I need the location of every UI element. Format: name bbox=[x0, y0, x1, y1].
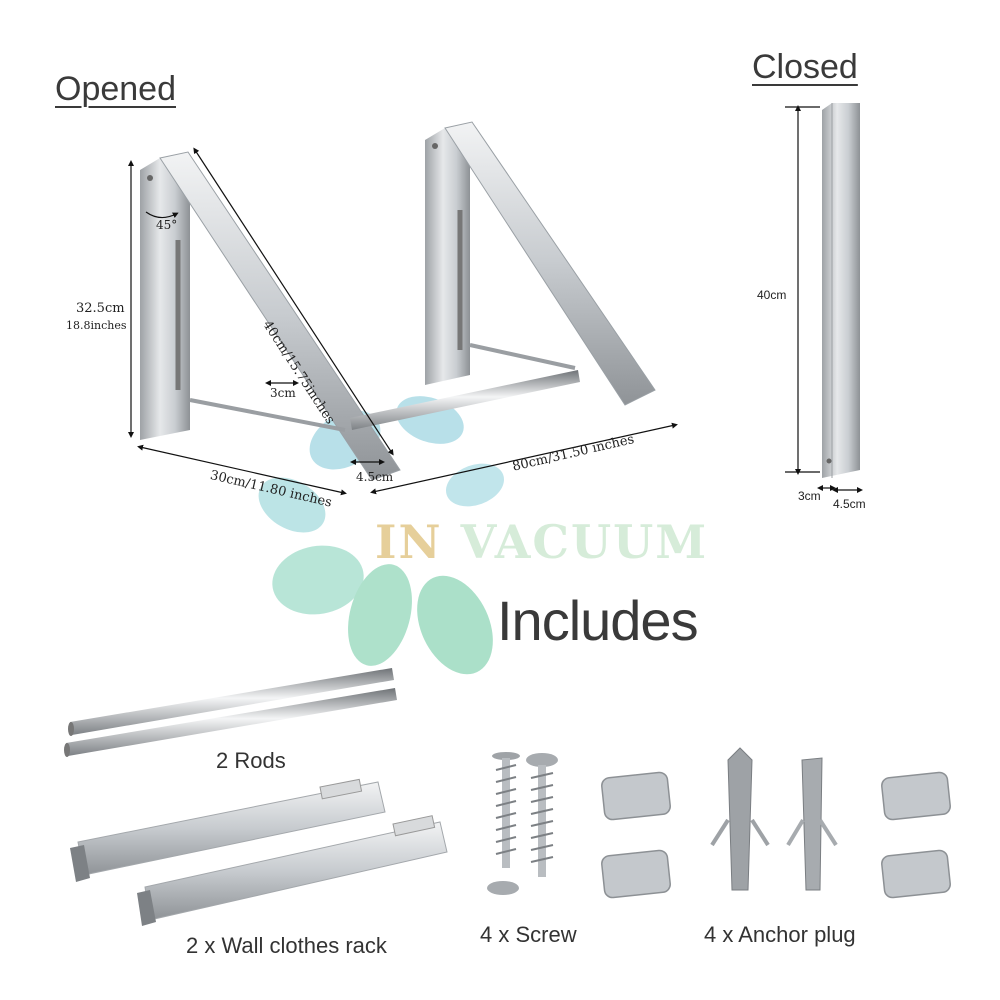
opened-rod bbox=[350, 370, 580, 430]
closed-dimension-lines bbox=[785, 105, 863, 493]
watermark-vacuum: VACUUM bbox=[460, 515, 709, 569]
height-label: 32.5cm bbox=[76, 301, 125, 316]
anchors-caption: 4 x Anchor plug bbox=[704, 922, 856, 947]
screws-caption: 4 x Screw bbox=[480, 922, 577, 947]
opened-right-bracket bbox=[425, 121, 656, 406]
closed-length-label: 40cm bbox=[757, 288, 787, 302]
anchors-image bbox=[710, 747, 838, 891]
opened-dimension-lines bbox=[128, 147, 678, 496]
closed-bar bbox=[822, 103, 860, 478]
opened-heading: Opened bbox=[55, 70, 176, 108]
screws-image bbox=[487, 752, 558, 895]
closed-heading: Closed bbox=[752, 48, 858, 86]
racks-caption: 2 x Wall clothes rack bbox=[186, 933, 387, 958]
angle-label: 45° bbox=[156, 218, 178, 232]
watermark-in: IN bbox=[375, 515, 443, 569]
rods-caption: 2 Rods bbox=[216, 748, 286, 773]
arm-depth-label: 4.5cm bbox=[356, 470, 394, 484]
clips-image bbox=[601, 771, 951, 899]
opened-left-bracket bbox=[140, 151, 401, 481]
watermark-text: IN VACUUM bbox=[375, 515, 708, 569]
rods-image bbox=[64, 668, 397, 757]
includes-heading: Includes bbox=[497, 589, 699, 652]
arm-width-label: 3cm bbox=[270, 386, 296, 400]
closed-depth-label: 4.5cm bbox=[833, 497, 866, 511]
height-inches-label: 18.8inches bbox=[66, 319, 127, 332]
wall-racks-image bbox=[70, 778, 448, 926]
closed-width-label: 3cm bbox=[798, 489, 821, 503]
